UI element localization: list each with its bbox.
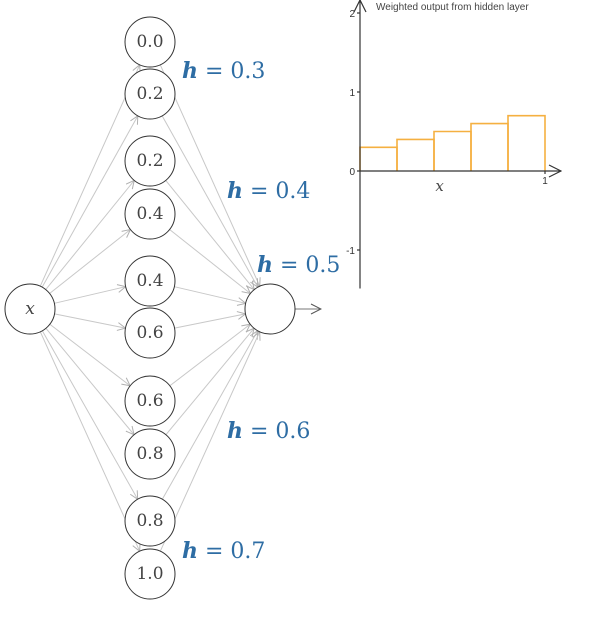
edge-input-to-hidden bbox=[49, 323, 130, 386]
y-tick-label: -1 bbox=[346, 246, 355, 257]
edge-input-to-hidden bbox=[54, 313, 126, 328]
hidden-node: 0.2 bbox=[124, 135, 176, 187]
h-label-value: 0.5 bbox=[305, 253, 340, 278]
h-label-eq: = bbox=[198, 539, 230, 564]
hidden-node-label: 0.0 bbox=[136, 32, 163, 52]
x-axis-label: x bbox=[435, 177, 444, 195]
hidden-node-circle bbox=[124, 307, 176, 359]
hidden-node-circle bbox=[124, 375, 176, 427]
hidden-node: 0.4 bbox=[124, 188, 176, 240]
hidden-node: 0.8 bbox=[124, 495, 176, 547]
h-label-var: h bbox=[257, 252, 273, 278]
edge-hidden-to-output bbox=[174, 314, 246, 329]
edge-input-to-hidden bbox=[54, 287, 125, 304]
chart-bar bbox=[470, 122, 509, 171]
chart-bar bbox=[433, 130, 472, 171]
hidden-node-circle bbox=[124, 495, 176, 547]
edge-hidden-to-output bbox=[174, 286, 245, 304]
hidden-node: 0.4 bbox=[124, 255, 176, 307]
h-label-var: h bbox=[182, 58, 198, 84]
input-node-label: x bbox=[25, 299, 35, 319]
chart-title: Weighted output from hidden layer bbox=[376, 2, 529, 13]
hidden-node: 1.0 bbox=[124, 548, 176, 600]
input-node: x bbox=[4, 283, 56, 335]
h-label-value: 0.7 bbox=[230, 539, 265, 564]
edge-hidden-to-output bbox=[169, 229, 251, 294]
h-label: h = 0.3 bbox=[182, 58, 265, 84]
edge-hidden-to-output bbox=[161, 331, 257, 500]
hidden-node-circle bbox=[124, 548, 176, 600]
hidden-node-label: 1.0 bbox=[136, 564, 163, 584]
h-label-value: 0.6 bbox=[275, 419, 310, 444]
edge-input-to-hidden bbox=[41, 116, 138, 288]
edge-hidden-to-output bbox=[159, 64, 260, 286]
hidden-node-circle bbox=[124, 428, 176, 480]
hidden-node-label: 0.2 bbox=[136, 84, 163, 104]
hidden-node-circle bbox=[124, 16, 176, 68]
h-labels-layer: h = 0.3h = 0.4h = 0.5h = 0.6h = 0.7 bbox=[182, 58, 340, 564]
h-label: h = 0.4 bbox=[227, 178, 310, 204]
h-label: h = 0.7 bbox=[182, 538, 265, 564]
edge-input-to-hidden bbox=[41, 330, 137, 499]
edge-hidden-to-output bbox=[165, 180, 255, 289]
weighted-output-chart: 2 1 0 -1 1 x Weighted output from hidden layer bbox=[346, 0, 561, 289]
h-label-var: h bbox=[227, 178, 243, 204]
hidden-node: 0.8 bbox=[124, 428, 176, 480]
edge-input-to-hidden bbox=[45, 327, 134, 434]
nodes-layer: x 0.0 0.2 0.2 0.4 0.4 0.6 0.6 0.8 0.8 1.0 bbox=[4, 16, 296, 600]
hidden-node-circle bbox=[124, 135, 176, 187]
hidden-node: 0.6 bbox=[124, 375, 176, 427]
hidden-node: 0.2 bbox=[124, 68, 176, 120]
hidden-node-label: 0.4 bbox=[136, 204, 163, 224]
edge-hidden-to-output bbox=[165, 328, 254, 436]
hidden-node-circle bbox=[124, 68, 176, 120]
chart-bar bbox=[359, 146, 398, 171]
hidden-node-circle bbox=[124, 255, 176, 307]
hidden-node-label: 0.8 bbox=[136, 511, 163, 531]
edge-input-to-hidden bbox=[39, 65, 140, 287]
hidden-node: 0.0 bbox=[124, 16, 176, 68]
edge-input-to-hidden bbox=[49, 230, 131, 294]
edge-hidden-to-output bbox=[159, 332, 259, 552]
h-label-eq: = bbox=[243, 419, 275, 444]
hidden-node: 0.6 bbox=[124, 307, 176, 359]
y-tick-label: 2 bbox=[349, 9, 355, 20]
x-tick-label: 1 bbox=[542, 176, 548, 187]
edge-input-to-hidden bbox=[45, 180, 135, 290]
edge-hidden-to-output bbox=[169, 324, 250, 387]
hidden-node-label: 0.8 bbox=[136, 444, 163, 464]
input-node-circle bbox=[4, 283, 56, 335]
edge-hidden-to-output bbox=[161, 115, 258, 287]
hidden-node-label: 0.4 bbox=[136, 271, 163, 291]
edge-input-to-hidden bbox=[39, 331, 139, 551]
h-label-eq: = bbox=[198, 59, 230, 84]
h-label-eq: = bbox=[243, 179, 275, 204]
h-label-eq: = bbox=[273, 253, 305, 278]
h-label: h = 0.5 bbox=[257, 252, 340, 278]
hidden-node-label: 0.6 bbox=[136, 391, 163, 411]
chart-bar bbox=[396, 138, 435, 171]
hidden-node-circle bbox=[124, 188, 176, 240]
output-node bbox=[244, 283, 296, 335]
h-label: h = 0.6 bbox=[227, 418, 310, 444]
hidden-node-label: 0.2 bbox=[136, 151, 163, 171]
y-tick-label: 0 bbox=[349, 167, 355, 178]
h-label-var: h bbox=[182, 538, 198, 564]
output-node-circle bbox=[244, 283, 296, 335]
chart-bar bbox=[507, 114, 546, 171]
hidden-node-label: 0.6 bbox=[136, 323, 163, 343]
h-label-var: h bbox=[227, 418, 243, 444]
h-label-value: 0.3 bbox=[230, 59, 265, 84]
edges-layer bbox=[39, 64, 321, 552]
y-tick-label: 1 bbox=[349, 88, 355, 99]
h-label-value: 0.4 bbox=[275, 179, 310, 204]
